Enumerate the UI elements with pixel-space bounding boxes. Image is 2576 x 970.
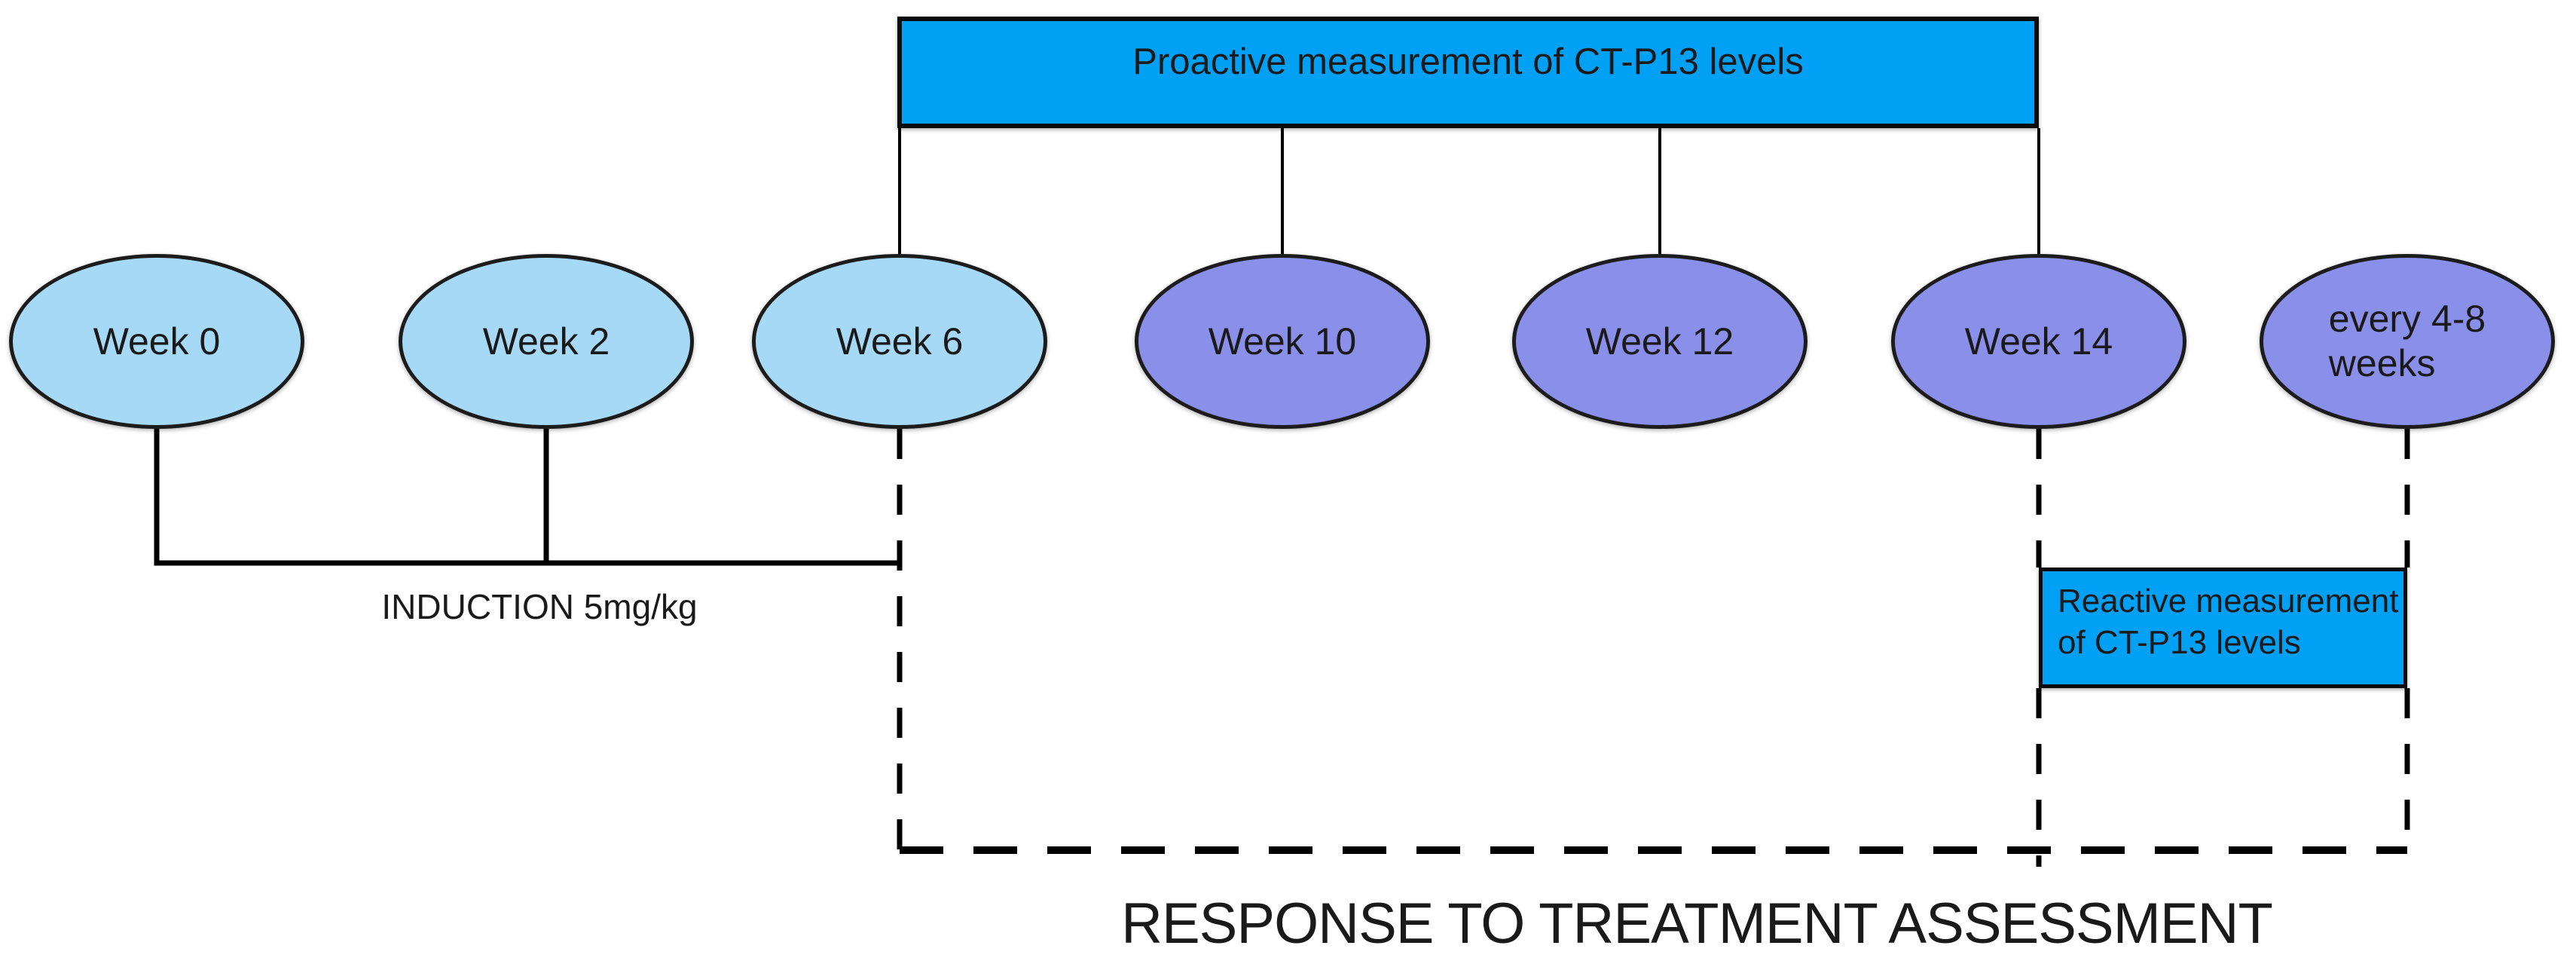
induction-caption: INDUCTION 5mg/kg (381, 587, 698, 626)
timeline-node-label: Week 0 (93, 320, 221, 363)
timeline-node-label: Week 6 (836, 320, 964, 363)
timeline-node-label: Week 12 (1585, 320, 1734, 363)
timeline-node-week-12: Week 12 (1512, 254, 1807, 429)
timeline-node-label: Week 10 (1208, 320, 1357, 363)
timeline-node-week-14: Week 14 (1891, 254, 2186, 429)
induction-bracket (154, 427, 900, 566)
timeline-node-label: Week 2 (482, 320, 610, 363)
timeline-node-week-10: Week 10 (1135, 254, 1430, 429)
response-to-treatment-caption: RESPONSE TO TREATMENT ASSESSMENT (1121, 892, 2273, 956)
timeline-node-label: every 4-8 weeks (2328, 298, 2486, 384)
reactive-measurement-box: Reactive measurement of CT-P13 levels (2039, 568, 2407, 688)
timeline-node-week-0: Week 0 (9, 254, 304, 429)
proactive-measurement-box: Proactive measurement of CT-P13 levels (897, 17, 2039, 128)
timeline-node-label: Week 14 (1964, 320, 2113, 363)
timeline-node-week-2: Week 2 (399, 254, 694, 429)
timeline-node-week-6: Week 6 (752, 254, 1047, 429)
timeline-node-every-4-8-weeks: every 4-8 weeks (2260, 254, 2555, 429)
proactive-measurement-label: Proactive measurement of CT-P13 levels (1132, 41, 1804, 82)
